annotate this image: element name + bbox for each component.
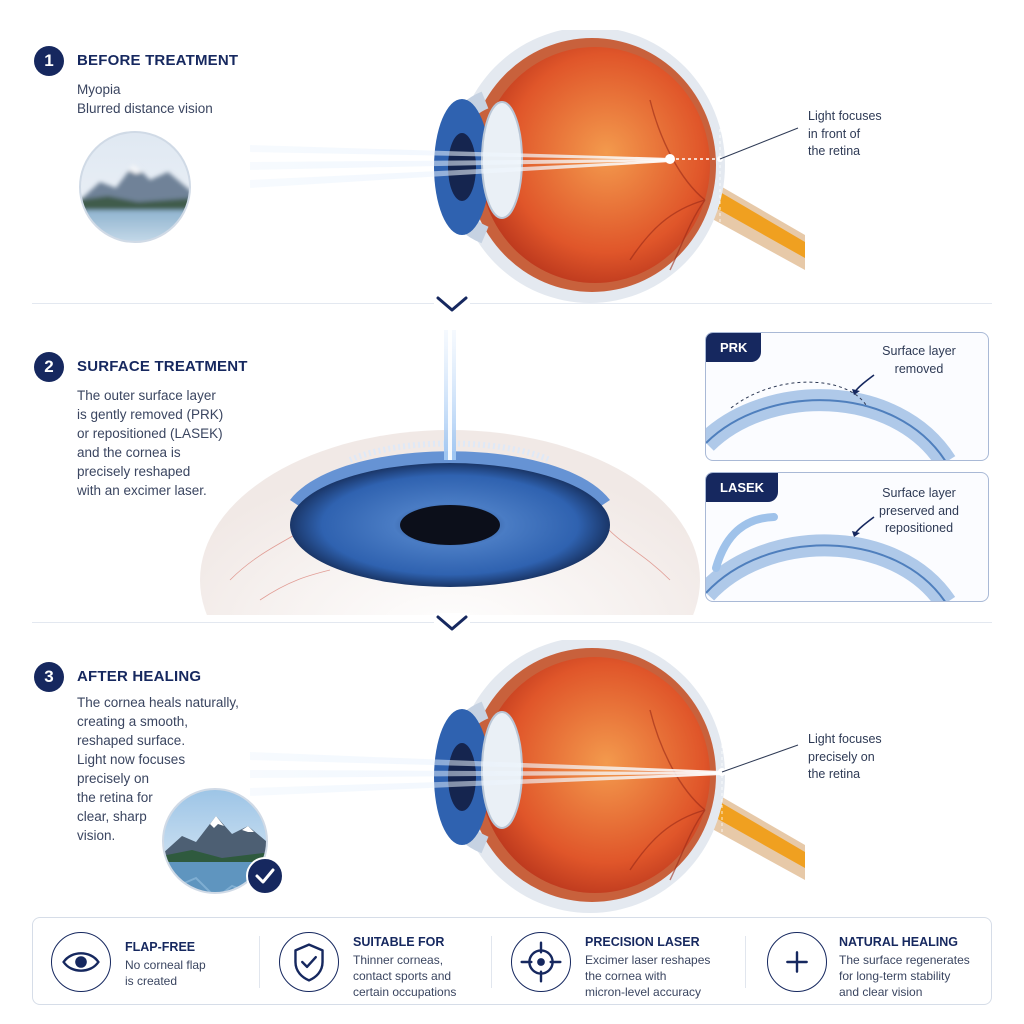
feature-desc: The surface regenerates for long-term st… xyxy=(839,952,970,1000)
step-title-3: AFTER HEALING xyxy=(77,668,201,685)
feature-desc: No corneal flap is created xyxy=(125,957,206,989)
step-number-1: 1 xyxy=(34,46,64,76)
crosshair-icon xyxy=(511,932,571,992)
eye-icon xyxy=(51,932,111,992)
step-desc-1: Myopia Blurred distance vision xyxy=(77,80,213,118)
callout-after: Light focuses precisely on the retina xyxy=(808,731,882,784)
prk-inset: PRK Surface layer removed xyxy=(705,332,989,461)
feature-flap-free: FLAP-FREE No corneal flap is created xyxy=(33,918,273,1006)
step-number-2: 2 xyxy=(34,352,64,382)
plus-circle-icon xyxy=(767,932,827,992)
prk-cornea-diagram xyxy=(706,333,989,461)
feature-suitable-for: SUITABLE FOR Thinner corneas, contact sp… xyxy=(273,918,513,1006)
feature-title: SUITABLE FOR xyxy=(353,935,444,949)
callout-before: Light focuses in front of the retina xyxy=(808,108,882,161)
feature-title: PRECISION LASER xyxy=(585,935,700,949)
chevron-down-icon xyxy=(434,613,470,633)
chevron-down-icon xyxy=(434,294,470,314)
myopic-eye-diagram xyxy=(250,30,810,305)
lasek-cornea-diagram xyxy=(706,473,989,602)
blurred-vision-thumbnail xyxy=(78,130,192,244)
feature-title: NATURAL HEALING xyxy=(839,935,958,949)
corrected-eye-diagram xyxy=(250,640,810,915)
divider-2 xyxy=(32,622,992,623)
feature-bar: FLAP-FREE No corneal flap is created SUI… xyxy=(32,917,992,1005)
feature-desc: Excimer laser reshapes the cornea with m… xyxy=(585,952,710,1000)
step-number-3: 3 xyxy=(34,662,64,692)
feature-desc: Thinner corneas, contact sports and cert… xyxy=(353,952,456,1000)
feature-natural-healing: NATURAL HEALING The surface regenerates … xyxy=(759,918,991,1006)
lasek-inset: LASEK Surface layer preserved and reposi… xyxy=(705,472,989,602)
feature-title: FLAP-FREE xyxy=(125,940,195,954)
feature-precision-laser: PRECISION LASER Excimer laser reshapes t… xyxy=(505,918,745,1006)
feature-separator xyxy=(491,936,492,988)
step-title-1: BEFORE TREATMENT xyxy=(77,52,238,69)
divider-1 xyxy=(32,303,992,304)
feature-separator xyxy=(259,936,260,988)
laser-treatment-eye xyxy=(200,330,700,615)
feature-separator xyxy=(745,936,746,988)
shield-check-icon xyxy=(279,932,339,992)
